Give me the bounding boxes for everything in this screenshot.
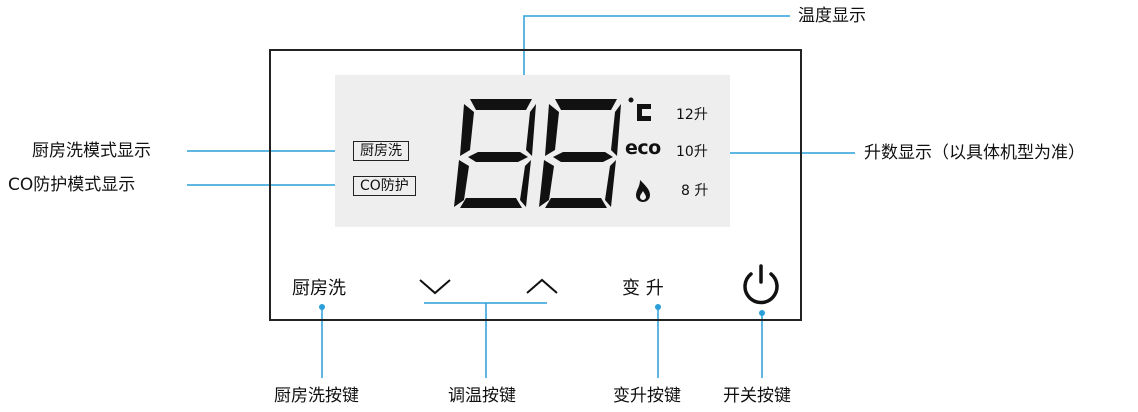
co-mode-tag: CO防护	[353, 176, 416, 196]
callout-liters-display: 升数显示（以具体机型为准）	[864, 143, 1085, 163]
leader-temp-adjust	[424, 302, 547, 378]
leader-temp-display	[523, 15, 790, 85]
seven-segment-digits	[454, 99, 621, 208]
liters-12: 12升	[676, 107, 708, 123]
callout-co-mode-display: CO防护模式显示	[8, 175, 136, 195]
callout-temp-display: 温度显示	[798, 6, 866, 26]
power-icon[interactable]	[738, 262, 784, 308]
leader-dot-power-key	[759, 310, 765, 316]
liters-10: 10升	[676, 144, 708, 160]
celsius-icon	[628, 97, 651, 121]
flame-icon	[636, 180, 650, 202]
leader-dot-liters-key	[655, 304, 661, 310]
liters-button[interactable]: 变 升	[622, 278, 664, 299]
control-panel	[269, 49, 802, 321]
kitchen-button[interactable]: 厨房洗	[292, 278, 346, 299]
callout-kitchen-mode-display: 厨房洗模式显示	[32, 141, 151, 161]
kitchen-mode-tag: 厨房洗	[353, 141, 409, 161]
callout-power-key: 开关按键	[723, 386, 791, 406]
callout-liters-key: 变升按键	[613, 386, 681, 406]
callout-temp-adjust-keys: 调温按键	[448, 386, 516, 406]
callout-kitchen-key: 厨房洗按键	[274, 386, 359, 406]
eco-label: eco	[625, 137, 661, 159]
lcd-screen	[335, 75, 730, 227]
leader-dot-kitchen-key	[319, 304, 325, 310]
chevron-up-icon[interactable]	[525, 276, 559, 296]
chevron-down-icon[interactable]	[418, 276, 452, 296]
liters-8: 8 升	[681, 183, 709, 199]
